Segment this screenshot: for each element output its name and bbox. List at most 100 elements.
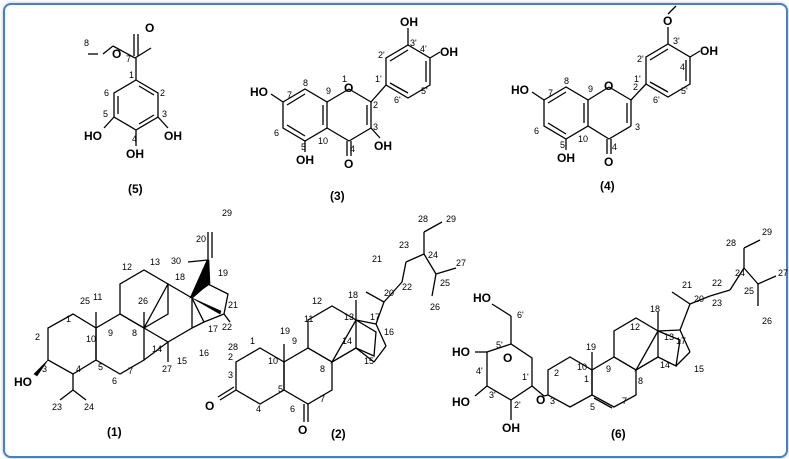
compound-1-label: (1) [107,425,122,439]
atom-o: O [344,81,353,95]
svg-text:3': 3' [410,38,417,48]
svg-text:5: 5 [98,362,103,372]
svg-text:7: 7 [128,366,133,376]
svg-text:16: 16 [199,348,209,358]
svg-text:29: 29 [222,208,232,218]
compound-5-label: (5) [128,182,143,196]
atom-oh: OH [296,153,314,167]
figure-frame [3,3,788,458]
atom-ho: HO [84,129,102,143]
compound-5-structure: O O OH HO OH 8 7 1 6 2 5 3 4 (5) [84,21,182,196]
svg-text:17: 17 [370,312,380,322]
svg-text:25: 25 [80,296,90,306]
svg-text:6: 6 [274,128,279,138]
atom-o: O [205,399,214,413]
atom-o: O [604,79,613,93]
svg-text:4: 4 [256,404,261,414]
atom-o: O [604,155,613,169]
svg-text:3: 3 [228,370,233,380]
svg-text:27: 27 [778,268,788,278]
svg-text:7: 7 [320,394,325,404]
svg-text:2: 2 [554,368,559,378]
svg-text:5: 5 [560,140,565,150]
svg-text:10: 10 [577,362,587,372]
atom-oh: OH [126,147,144,161]
compound-4-label: (4) [600,179,615,193]
svg-text:6: 6 [112,376,117,386]
compound-6-structure: O HO HO HO OH O 6' 5' 4' 3' 2' 1' 29 28 … [452,227,788,441]
svg-text:8: 8 [303,78,308,88]
svg-text:15: 15 [364,356,374,366]
svg-text:13: 13 [344,312,354,322]
svg-text:18: 18 [650,304,660,314]
svg-text:9: 9 [108,328,113,338]
svg-text:8: 8 [564,76,569,86]
svg-text:6: 6 [104,88,109,98]
svg-text:6': 6' [394,95,401,105]
svg-text:19: 19 [280,326,290,336]
svg-text:23: 23 [712,298,722,308]
svg-text:24: 24 [428,250,438,260]
svg-text:1': 1' [375,74,382,84]
svg-text:2': 2' [637,54,644,64]
svg-text:16: 16 [384,327,394,337]
svg-text:1: 1 [342,74,347,84]
svg-text:1: 1 [66,314,71,324]
svg-text:2': 2' [514,400,521,410]
svg-text:1': 1' [522,372,529,382]
svg-text:22: 22 [222,322,232,332]
svg-text:5': 5' [421,86,428,96]
svg-text:12: 12 [630,322,640,332]
svg-text:5': 5' [496,340,503,350]
svg-text:29: 29 [762,227,772,237]
svg-text:8: 8 [84,38,89,48]
svg-text:5: 5 [590,402,595,412]
atom-ho: HO [250,85,268,99]
svg-text:24: 24 [735,268,745,278]
svg-text:20: 20 [384,288,394,298]
svg-text:10: 10 [578,134,588,144]
atom-oh: OH [164,129,182,143]
svg-text:2: 2 [373,100,378,110]
svg-text:2: 2 [633,82,638,92]
svg-text:9: 9 [606,364,611,374]
svg-text:24: 24 [84,402,94,412]
svg-text:23: 23 [52,402,62,412]
svg-text:7: 7 [622,396,627,406]
svg-text:22: 22 [402,282,412,292]
compound-6-label: (6) [611,427,626,441]
compound-3-structure: O O OH OH HO OH OH 8 9 1 2 3 4 10 5 6 7 … [250,15,458,203]
svg-text:7: 7 [126,54,131,64]
svg-text:19: 19 [586,342,596,352]
svg-text:10: 10 [318,136,328,146]
svg-text:26: 26 [430,302,440,312]
svg-text:3: 3 [550,396,555,406]
svg-text:6': 6' [653,95,660,105]
atom-oh: OH [557,151,575,165]
svg-text:5': 5' [681,86,688,96]
svg-text:15: 15 [694,364,704,374]
svg-text:17: 17 [676,336,686,346]
svg-text:25: 25 [744,286,754,296]
svg-text:28: 28 [726,238,736,248]
svg-text:3: 3 [42,364,47,374]
svg-text:12: 12 [312,296,322,306]
svg-text:21: 21 [372,254,382,264]
svg-text:28: 28 [228,342,238,352]
svg-text:22: 22 [712,278,722,288]
svg-text:8: 8 [320,364,325,374]
svg-text:3: 3 [373,122,378,132]
svg-text:1: 1 [129,70,134,80]
svg-text:1: 1 [250,336,255,346]
svg-text:20: 20 [196,234,206,244]
svg-text:21: 21 [228,300,238,310]
svg-text:12: 12 [122,262,132,272]
svg-text:30: 30 [171,256,181,266]
atom-o: O [112,47,121,61]
atom-oh: OH [700,44,718,58]
atom-oh: OH [502,421,520,435]
svg-text:28: 28 [418,214,428,224]
svg-text:23: 23 [399,240,409,250]
atom-oh: OH [374,139,392,153]
svg-text:4': 4' [476,366,483,376]
